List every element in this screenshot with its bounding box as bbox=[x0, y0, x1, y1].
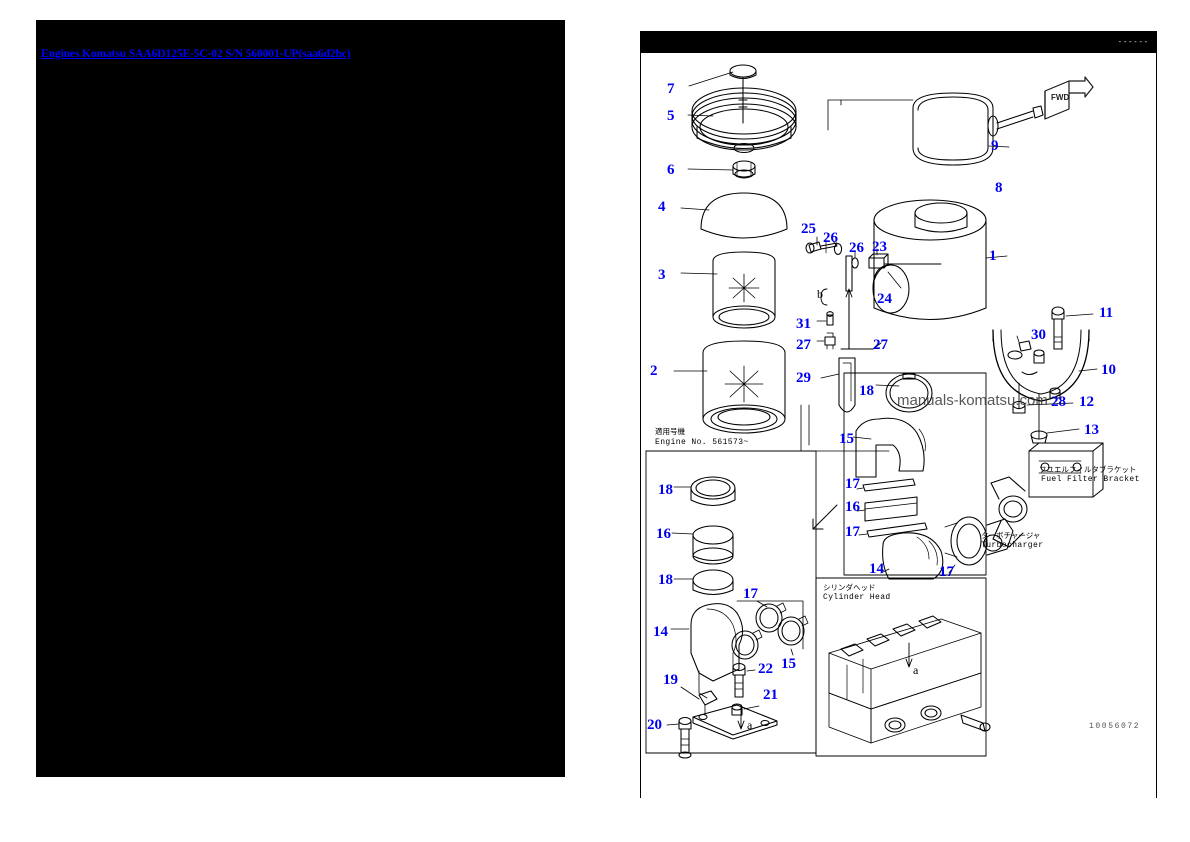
callout-21: 21 bbox=[763, 687, 778, 703]
callout-16-l: 16 bbox=[656, 526, 671, 542]
diagram-header-bar: ------ bbox=[640, 31, 1157, 53]
callout-24: 24 bbox=[877, 291, 892, 307]
left-black-page: Engines Komatsu SAA6D125E-5C-02 S/N 5600… bbox=[36, 20, 565, 777]
fwd-arrow-icon bbox=[1044, 76, 1094, 120]
header-dash-marks: ------ bbox=[1117, 39, 1149, 47]
callout-20: 20 bbox=[647, 717, 662, 733]
section-marker-a-2: a bbox=[913, 663, 919, 677]
callout-23: 23 bbox=[872, 239, 887, 255]
callout-4: 4 bbox=[658, 199, 666, 215]
parts-diagram-drawing bbox=[645, 64, 1104, 759]
callout-1: 1 bbox=[989, 248, 997, 264]
section-marker-a-1: a bbox=[747, 718, 753, 732]
callout-14-c: 14 bbox=[869, 561, 884, 577]
callout-5: 5 bbox=[667, 108, 675, 124]
callout-6: 6 bbox=[667, 162, 675, 178]
callout-27-b: 27 bbox=[873, 337, 888, 353]
callout-22: 22 bbox=[758, 661, 773, 677]
callout-9: 9 bbox=[991, 138, 999, 154]
applicability-note-en: Engine No. 561573~ bbox=[655, 438, 749, 447]
section-marker-b: b bbox=[817, 287, 823, 301]
callout-13: 13 bbox=[1084, 422, 1099, 438]
callout-28: 28 bbox=[1051, 394, 1066, 410]
callout-27-a: 27 bbox=[796, 337, 811, 353]
callout-17-c2: 17 bbox=[845, 524, 860, 540]
document-title-link[interactable]: Engines Komatsu SAA6D125E-5C-02 S/N 5600… bbox=[41, 48, 351, 60]
callout-30: 30 bbox=[1031, 327, 1046, 343]
callout-17-c3: 17 bbox=[939, 564, 954, 580]
callout-3: 3 bbox=[658, 267, 666, 283]
callout-18-l2: 18 bbox=[658, 572, 673, 588]
callout-19: 19 bbox=[663, 672, 678, 688]
applicability-note-jp: 適用号機 bbox=[655, 427, 685, 436]
callout-29: 29 bbox=[796, 370, 811, 386]
cylinder-head-label-jp: シリンダヘッド bbox=[823, 583, 876, 592]
callout-31: 31 bbox=[796, 316, 811, 332]
drawing-number: 10056072 bbox=[1089, 722, 1141, 731]
callout-17-c1: 17 bbox=[845, 476, 860, 492]
callout-15-c: 15 bbox=[839, 431, 854, 447]
callout-17-l: 17 bbox=[743, 586, 758, 602]
callout-7: 7 bbox=[667, 81, 675, 97]
callout-25: 25 bbox=[801, 221, 816, 237]
callout-11: 11 bbox=[1099, 305, 1114, 321]
callout-2: 2 bbox=[650, 363, 658, 379]
turbocharger-label-en: Turbocharger bbox=[981, 541, 1044, 550]
callout-12: 12 bbox=[1079, 394, 1094, 410]
callout-18-l1: 18 bbox=[658, 482, 673, 498]
callout-10: 10 bbox=[1101, 362, 1116, 378]
diagram-frame: 7 5 6 4 3 2 9 8 1 25 26 26 23 24 31 27 2… bbox=[640, 53, 1157, 798]
fwd-label: FWD bbox=[1051, 93, 1070, 102]
callout-15-l: 15 bbox=[781, 656, 796, 672]
callout-14-l: 14 bbox=[653, 624, 668, 640]
callout-8: 8 bbox=[995, 180, 1003, 196]
callout-26-b: 26 bbox=[849, 240, 864, 256]
fuel-filter-bracket-label-en: Fuel Filter Bracket bbox=[1041, 475, 1140, 484]
fuel-filter-bracket-label-jp: フユエルフィルタブラケット bbox=[1039, 465, 1137, 474]
cylinder-head-label-en: Cylinder Head bbox=[823, 593, 891, 602]
callout-26-a: 26 bbox=[823, 230, 838, 246]
parts-diagram-page: ------ bbox=[632, 20, 1157, 800]
callout-18-c: 18 bbox=[859, 383, 874, 399]
turbocharger-label-jp: ターボチャージャ bbox=[981, 531, 1041, 540]
callout-16-c: 16 bbox=[845, 499, 860, 515]
